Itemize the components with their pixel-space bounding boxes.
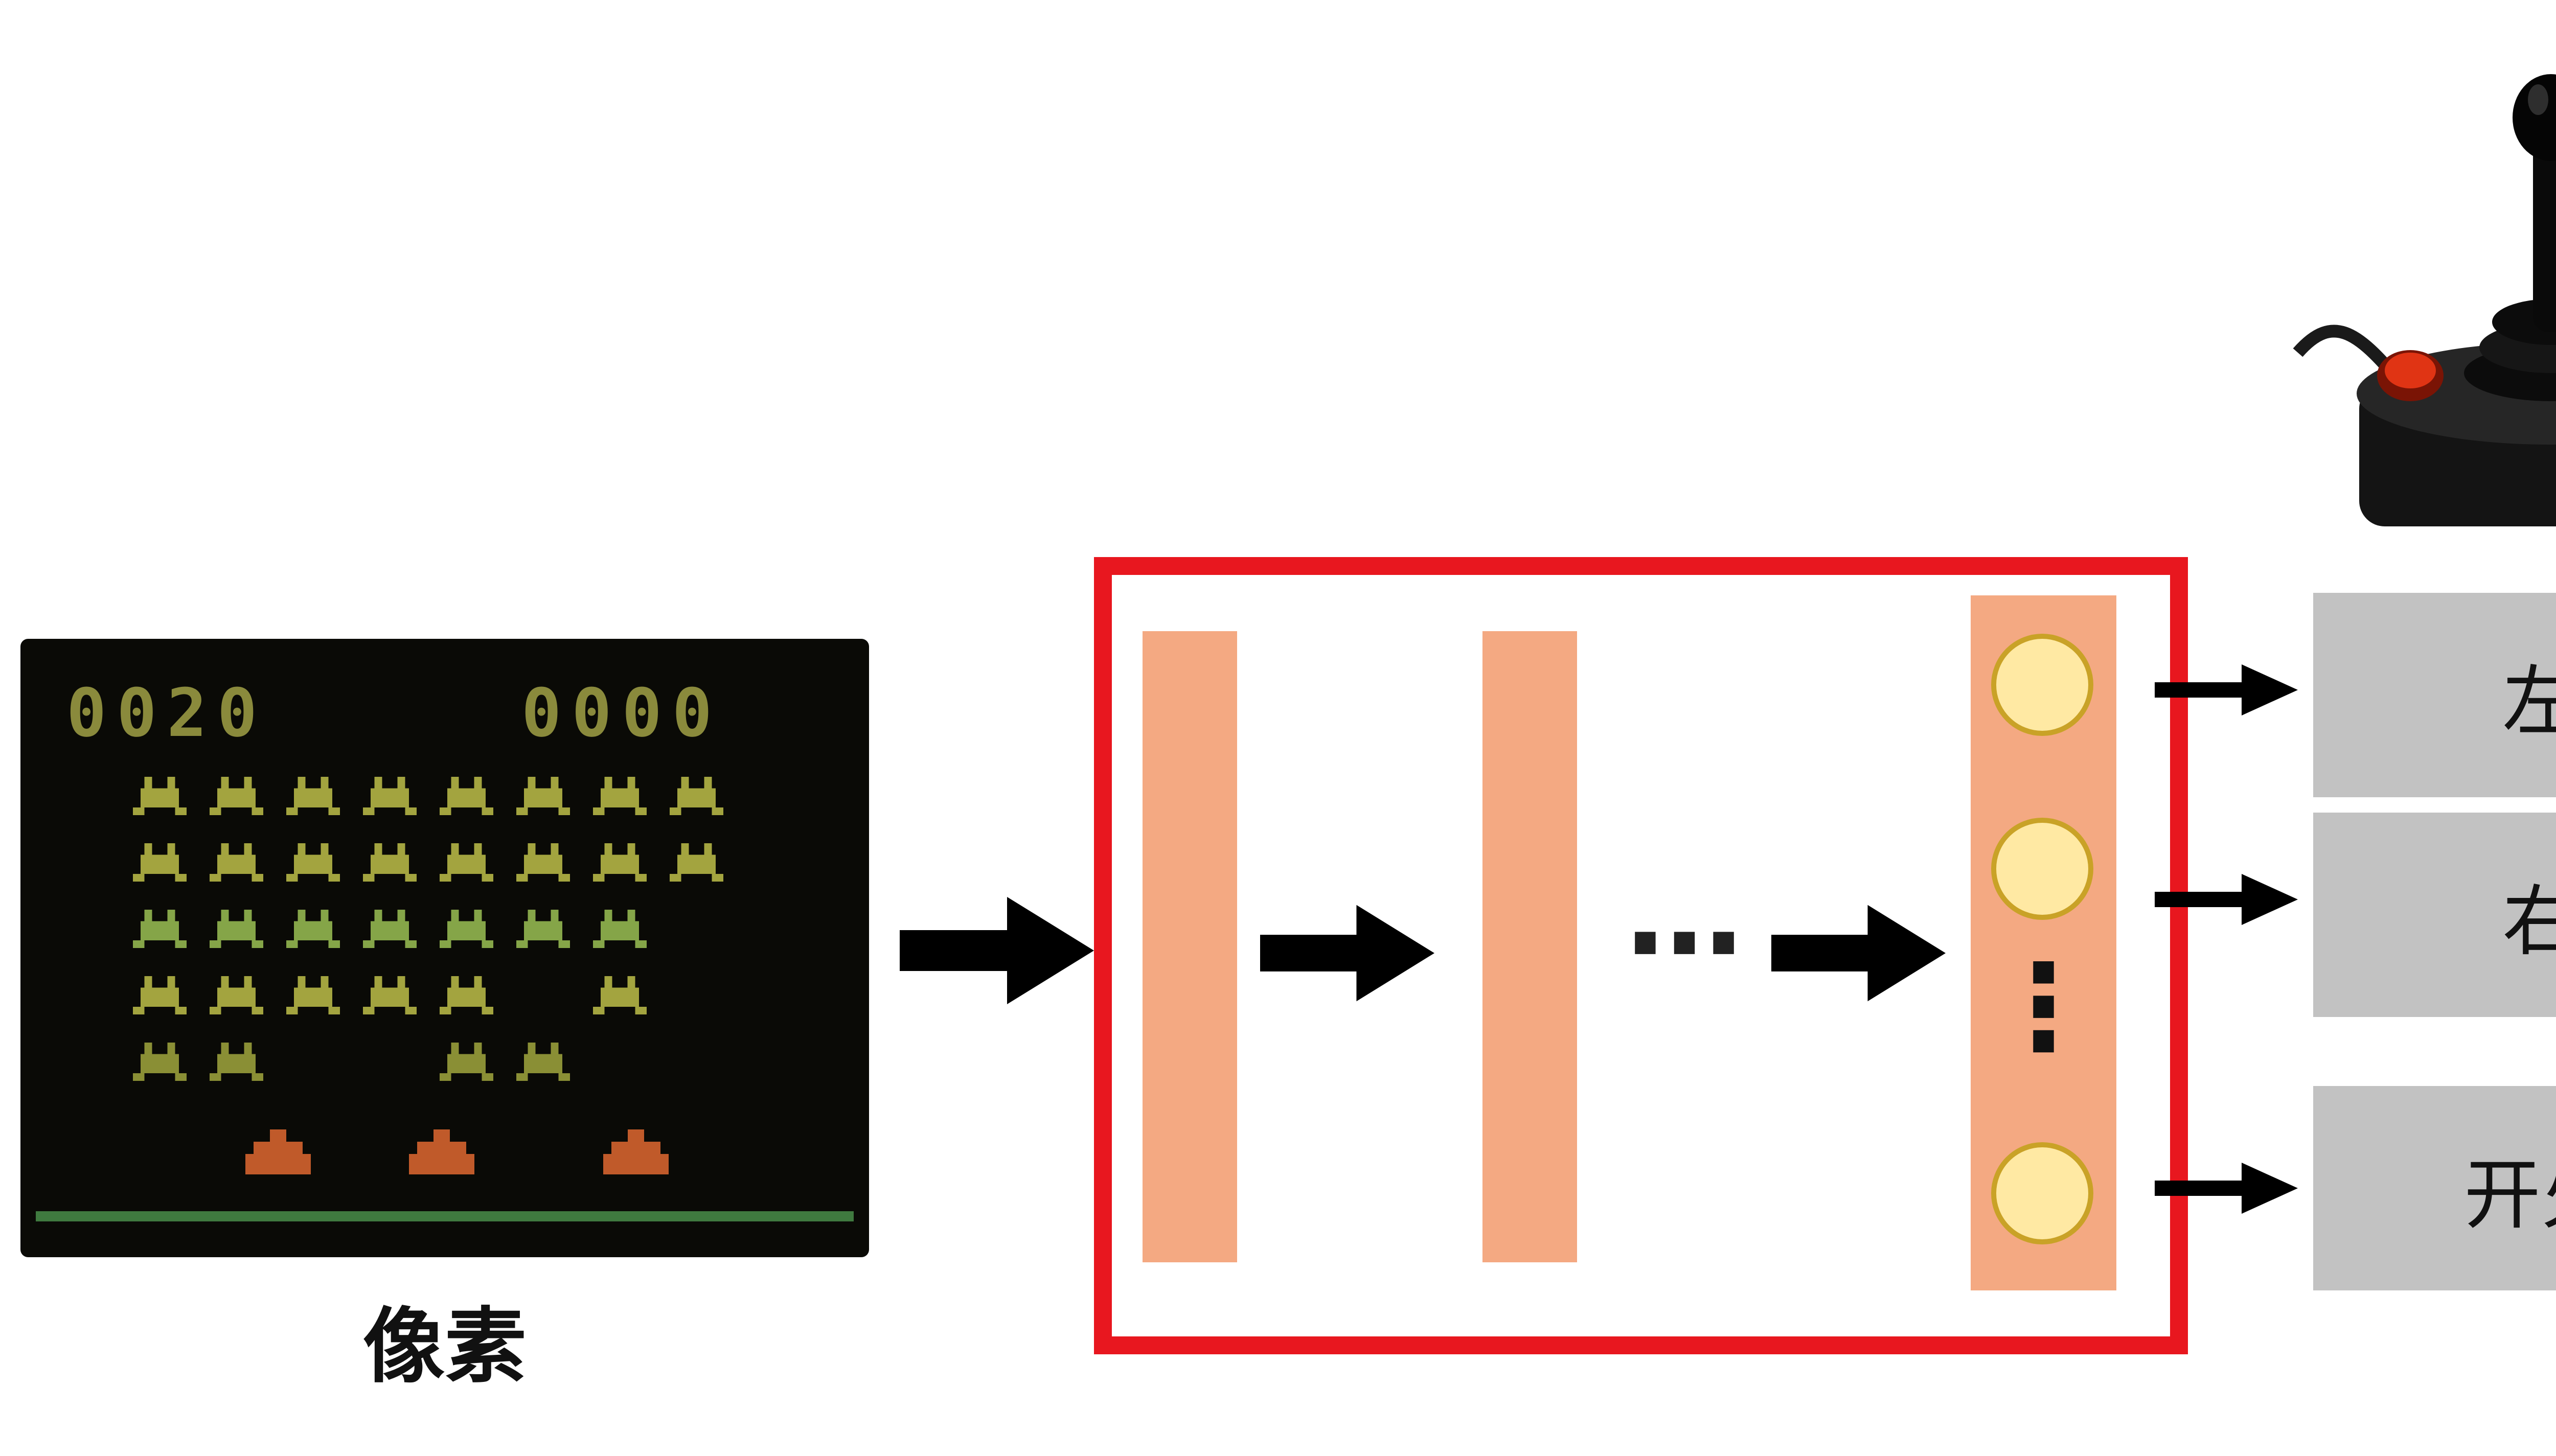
layer-arrow-1-icon (1260, 905, 1435, 1002)
joystick-image (2288, 56, 2556, 542)
output-node-right (1991, 818, 2093, 920)
hidden-layer-1 (1143, 631, 1237, 1262)
input-arrow-icon (900, 897, 1094, 1004)
game-score-right: 0000 (521, 674, 722, 752)
atari-game-screenshot: 0020 0000 (20, 639, 869, 1257)
action-box-left: 左 (2313, 593, 2556, 797)
action-arrow-right-icon (2155, 874, 2298, 925)
action-box-right: 右 (2313, 813, 2556, 1017)
policy-network-box: ⋯ ⋮ (1094, 557, 2188, 1354)
action-label-right: 右 (2502, 859, 2556, 971)
action-arrow-left-icon (2155, 664, 2298, 715)
hidden-layer-2 (1482, 631, 1577, 1262)
action-label-left: 左 (2502, 639, 2556, 751)
output-node-left (1991, 634, 2093, 736)
layer-arrow-2-icon (1771, 905, 1946, 1002)
output-layer: ⋮ (1971, 595, 2116, 1290)
more-layers-ellipsis: ⋯ (1626, 876, 1743, 1009)
space-invaders-screen: 0020 0000 (20, 639, 869, 1257)
output-node-fire (1991, 1142, 2093, 1244)
pixels-label: 像素 (362, 1301, 527, 1393)
more-nodes-ellipsis: ⋮ (1984, 940, 2103, 1073)
action-box-fire: 开火 (2313, 1086, 2556, 1290)
action-arrow-fire-icon (2155, 1163, 2298, 1214)
action-label-fire: 开火 (2464, 1155, 2556, 1239)
game-score-left: 0020 (66, 674, 267, 752)
ground-line (36, 1211, 854, 1221)
